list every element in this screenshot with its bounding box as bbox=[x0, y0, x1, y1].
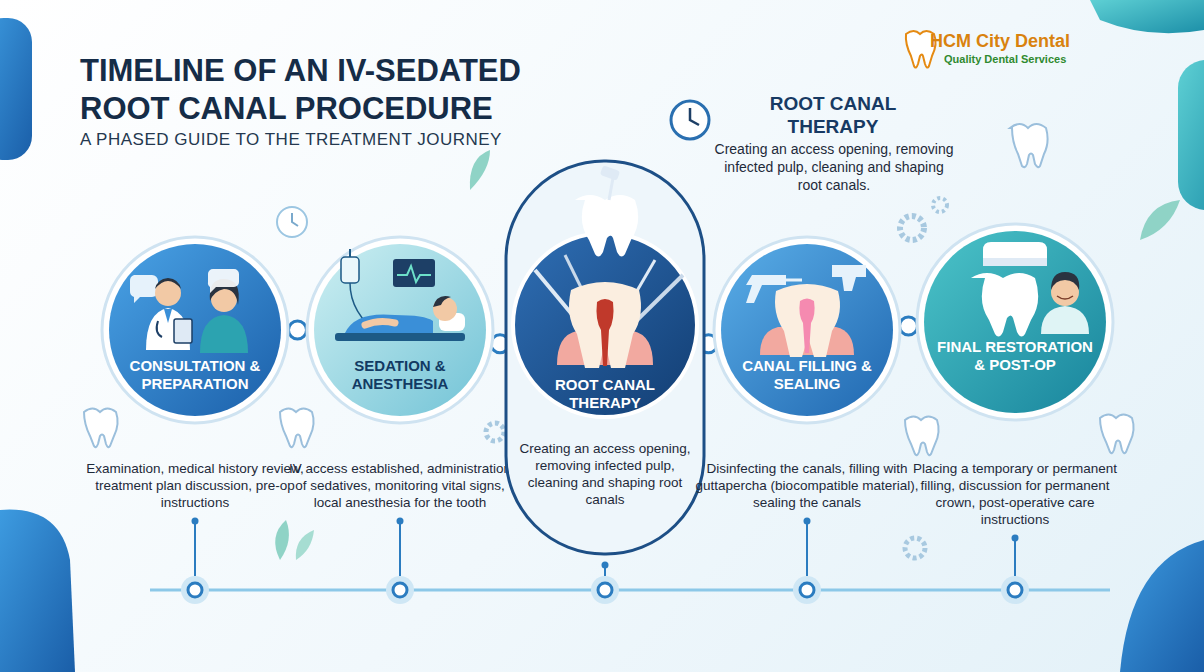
phase-pill: ROOT CANAL THERAPY Creating an access ope… bbox=[505, 160, 705, 555]
timeline-dot bbox=[1001, 576, 1029, 604]
phase-heading: CONSULTATION & PREPARATION bbox=[119, 357, 271, 393]
diagram-subtitle: A PHASED GUIDE TO THE TREATMENT JOURNEY bbox=[80, 130, 640, 150]
phase-connector bbox=[900, 317, 918, 335]
timeline-dot bbox=[181, 576, 209, 604]
phase-shape bbox=[915, 222, 1115, 422]
stem-dot bbox=[804, 518, 811, 525]
phase-description: Disinfecting the canals, filling with gu… bbox=[692, 460, 922, 511]
logo-tagline: Quality Dental Services bbox=[944, 52, 1144, 67]
connector-ring bbox=[289, 321, 307, 339]
timeline-stem bbox=[399, 521, 401, 576]
phase-circle: FINAL RESTORATION & POST-OPPlacing a tem… bbox=[915, 222, 1115, 422]
phase-illustration bbox=[335, 249, 465, 341]
timeline-stem bbox=[1014, 538, 1016, 576]
phase-description: IV access established, administration of… bbox=[285, 460, 515, 511]
phase-shape bbox=[100, 235, 290, 425]
stem-dot bbox=[397, 518, 404, 525]
phase-heading: SEDATION & ANESTHESIA bbox=[324, 357, 476, 393]
phase-description: Examination, medical history review, tre… bbox=[80, 460, 310, 511]
phase-circle: SEDATION & ANESTHESIAIV access establish… bbox=[305, 235, 495, 425]
phase-circle: CANAL FILLING & SEALINGDisinfecting the … bbox=[712, 235, 902, 425]
timeline-dot-core bbox=[598, 583, 612, 597]
timeline-dot-core bbox=[1008, 583, 1022, 597]
stem-dot bbox=[192, 518, 199, 525]
timeline-stem bbox=[194, 521, 196, 576]
timeline-dot bbox=[591, 576, 619, 604]
timeline-dot-core bbox=[393, 583, 407, 597]
phase-circle: CONSULTATION & PREPARATIONExamination, m… bbox=[100, 235, 290, 425]
phase-heading: ROOT CANAL THERAPY bbox=[525, 376, 685, 412]
timeline-dot bbox=[793, 576, 821, 604]
diagram-title: TIMELINE OF AN IV-SEDATED ROOT CANAL PRO… bbox=[80, 52, 600, 128]
phase-illustration bbox=[746, 265, 866, 357]
phase-connector bbox=[289, 321, 307, 339]
phase-illustration bbox=[971, 242, 1089, 337]
callout-text: Creating an access opening, removing inf… bbox=[714, 140, 954, 194]
phase-shape bbox=[305, 235, 495, 425]
phase-heading: FINAL RESTORATION & POST-OP bbox=[935, 338, 1095, 374]
logo-name: HCM City Dental bbox=[930, 30, 1150, 52]
phase-illustration bbox=[535, 165, 683, 368]
stem-dot bbox=[602, 562, 609, 569]
phase-description: Placing a temporary or permanent filling… bbox=[905, 460, 1125, 528]
timeline-dot bbox=[386, 576, 414, 604]
stem-dot bbox=[1012, 535, 1019, 542]
callout-heading: ROOT CANAL THERAPY bbox=[728, 92, 938, 138]
timeline-dot-core bbox=[188, 583, 202, 597]
connector-ring bbox=[900, 317, 918, 335]
phase-shape bbox=[712, 235, 902, 425]
phase-heading: CANAL FILLING & SEALING bbox=[731, 357, 883, 393]
timeline-dot-core bbox=[800, 583, 814, 597]
timeline-stem bbox=[806, 521, 808, 576]
phase-description: Creating an access opening, removing inf… bbox=[513, 440, 697, 508]
phase-illustration bbox=[130, 269, 248, 353]
